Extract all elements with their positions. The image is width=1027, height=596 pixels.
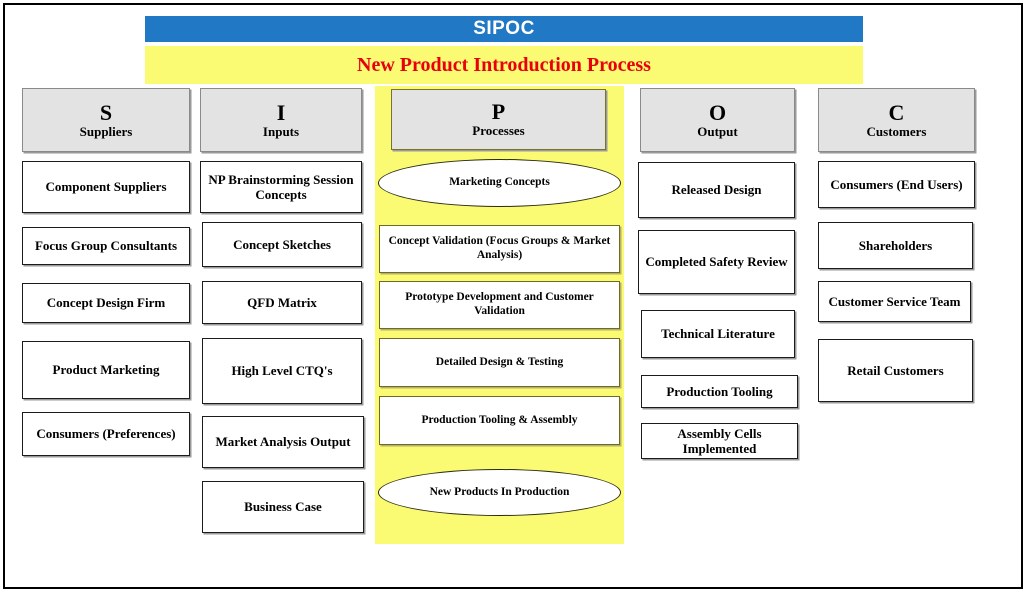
list-item[interactable]: Detailed Design & Testing	[379, 338, 620, 387]
list-item[interactable]: Production Tooling	[641, 375, 798, 408]
list-item[interactable]: Component Suppliers	[22, 161, 190, 213]
column-label-suppliers: Suppliers	[79, 123, 133, 139]
column-label-inputs: Inputs	[262, 123, 300, 139]
list-item[interactable]: Customer Service Team	[818, 281, 971, 322]
diagram-outer-border	[3, 3, 1023, 589]
list-item[interactable]: Assembly Cells Implemented	[641, 423, 798, 459]
list-item[interactable]: Consumers (End Users)	[818, 161, 975, 208]
list-item[interactable]: Product Marketing	[22, 341, 190, 399]
list-item[interactable]: NP Brainstorming Session Concepts	[200, 161, 362, 213]
list-item[interactable]: Prototype Development and Customer Valid…	[379, 281, 620, 329]
column-header-output: O Output	[640, 88, 795, 152]
list-item[interactable]: Focus Group Consultants	[22, 227, 190, 265]
list-item[interactable]: Concept Design Firm	[22, 283, 190, 323]
column-header-inputs: I Inputs	[200, 88, 362, 152]
column-label-customers: Customers	[866, 123, 927, 139]
column-letter-output: O	[708, 99, 727, 125]
column-label-processes: Processes	[472, 123, 525, 139]
list-item[interactable]: Technical Literature	[641, 310, 795, 358]
list-item[interactable]: Shareholders	[818, 222, 973, 269]
column-header-customers: C Customers	[818, 88, 975, 152]
list-item[interactable]: Concept Sketches	[202, 222, 362, 267]
column-label-output: Output	[697, 123, 738, 139]
column-letter-customers: C	[888, 99, 905, 125]
list-item[interactable]: High Level CTQ's	[202, 338, 362, 404]
list-item[interactable]: Marketing Concepts	[378, 159, 621, 207]
page-subtitle: New Product Introduction Process	[357, 53, 651, 76]
list-item[interactable]: Market Analysis Output	[202, 416, 364, 468]
list-item[interactable]: Business Case	[202, 481, 364, 533]
column-letter-suppliers: S	[99, 99, 113, 125]
list-item[interactable]: Retail Customers	[818, 339, 973, 402]
list-item[interactable]: New Products In Production	[378, 469, 621, 516]
column-letter-processes: P	[491, 99, 506, 125]
list-item[interactable]: QFD Matrix	[202, 281, 362, 324]
diagram-subtitle-bar: New Product Introduction Process	[145, 46, 863, 84]
diagram-title-bar: SIPOC	[145, 16, 863, 42]
list-item[interactable]: Consumers (Preferences)	[22, 412, 190, 456]
list-item[interactable]: Concept Validation (Focus Groups & Marke…	[379, 225, 620, 273]
column-letter-inputs: I	[276, 99, 286, 125]
list-item[interactable]: Completed Safety Review	[638, 230, 795, 294]
column-header-suppliers: S Suppliers	[22, 88, 190, 152]
page-title: SIPOC	[473, 18, 535, 39]
column-header-processes: P Processes	[391, 89, 606, 150]
list-item[interactable]: Released Design	[638, 162, 795, 218]
list-item[interactable]: Production Tooling & Assembly	[379, 396, 620, 445]
